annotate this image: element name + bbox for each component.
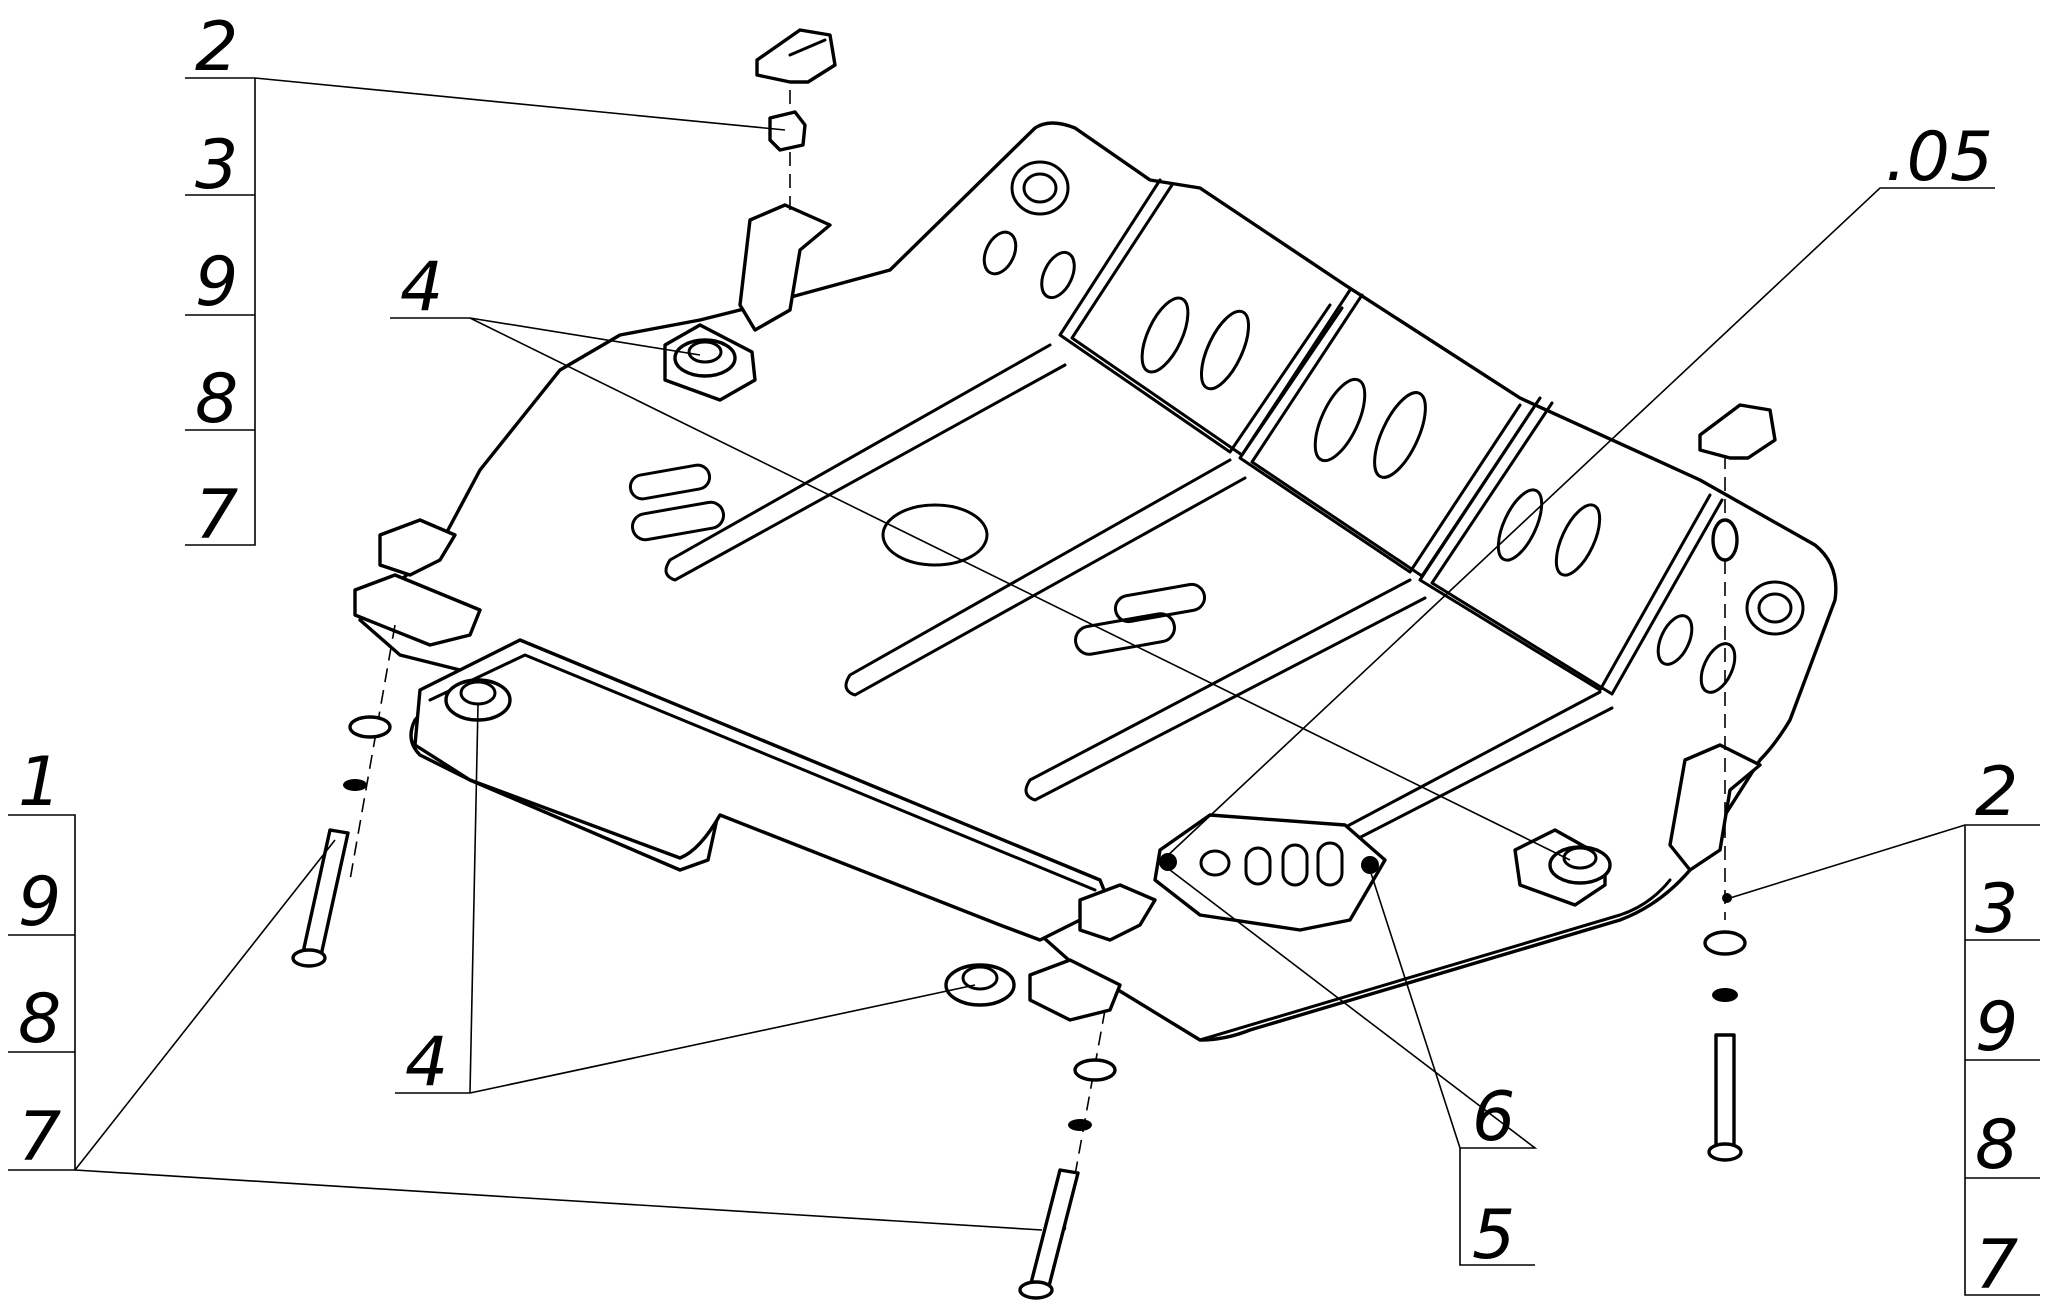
callout-8: 8 — [1975, 1106, 2018, 1185]
callout-9: 9 — [195, 243, 238, 322]
washer-right-2 — [1712, 988, 1738, 1002]
nut-4-right — [1548, 845, 1612, 885]
washer-left-2 — [343, 779, 367, 791]
bolt-mid — [1018, 1168, 1080, 1300]
callout-7: 7 — [1975, 1226, 2018, 1305]
leader-lines — [8, 77, 2040, 1296]
callout-stack-right: 2 3 9 8 7 — [1975, 753, 2018, 1305]
callout-9: 9 — [1975, 988, 2018, 1067]
bolt-left — [291, 828, 350, 968]
washer-mid-1 — [1073, 1058, 1117, 1082]
callout-9: 9 — [18, 863, 61, 942]
bracket-left — [353, 518, 482, 647]
callout-stack-top-left: 2 3 9 8 7 — [195, 8, 238, 555]
spacer-3-top — [768, 110, 807, 152]
callout-1: 1 — [18, 743, 61, 822]
bracket-top-right — [1513, 403, 1777, 907]
callout-7: 7 — [18, 1098, 61, 1177]
callout-8: 8 — [195, 360, 238, 439]
callout-6: 6 — [1472, 1078, 1515, 1157]
callout-stack-left-bottom: 1 9 8 7 — [18, 743, 61, 1177]
callout-4-bottom: 4 — [405, 1023, 448, 1102]
callout-05: .05 — [1885, 118, 1993, 197]
callout-3: 3 — [195, 126, 238, 205]
callout-3: 3 — [1975, 870, 2018, 949]
callout-7: 7 — [195, 476, 238, 555]
washer-right-1 — [1703, 930, 1747, 956]
spacer-3-right — [1711, 518, 1739, 562]
callout-4-top: 4 — [400, 248, 443, 327]
nut-4-bottom — [944, 963, 1016, 1007]
washer-left-1 — [348, 715, 392, 739]
nut-4-top-left — [673, 338, 737, 378]
bolt-right — [1707, 1033, 1743, 1162]
cover-plate-05 — [1153, 813, 1387, 932]
nut-right-small — [1722, 893, 1732, 903]
callout-2: 2 — [195, 8, 238, 87]
bracket-bottom-middle — [1028, 883, 1157, 1022]
callout-8: 8 — [18, 980, 61, 1059]
washer-mid-2 — [1068, 1119, 1092, 1131]
bracket-top-left — [663, 28, 837, 402]
callout-5: 5 — [1472, 1196, 1515, 1275]
callout-2: 2 — [1975, 753, 2018, 832]
